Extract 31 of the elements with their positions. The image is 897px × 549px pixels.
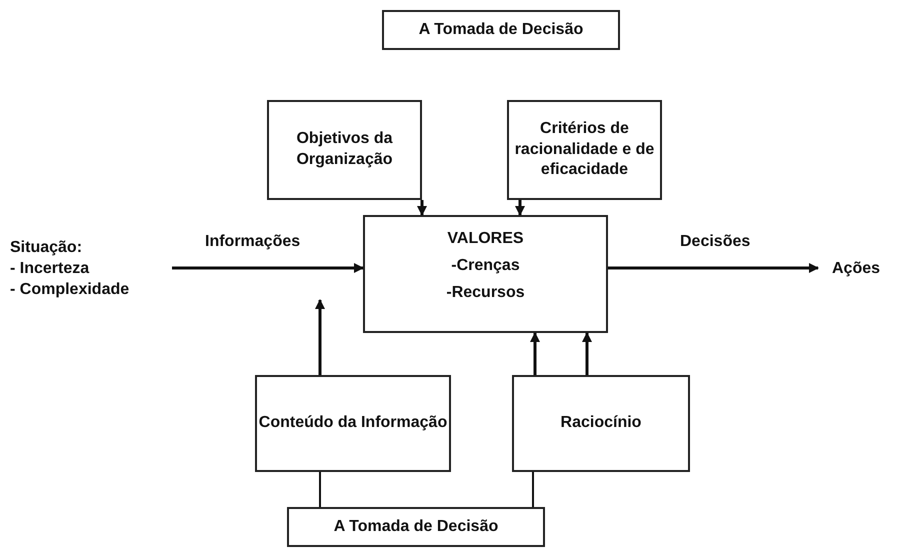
box-text: -Recursos bbox=[446, 282, 525, 303]
process-box bbox=[507, 100, 662, 200]
node-text: Situação: bbox=[10, 238, 82, 258]
box-text: Critérios de racionalidade e de eficacidade bbox=[514, 118, 656, 180]
box-text: Conteúdo da Informação bbox=[258, 413, 448, 434]
arrow bbox=[530, 332, 540, 375]
process-box bbox=[512, 375, 690, 472]
node-text: - Complexidade bbox=[10, 280, 130, 300]
box-text: A Tomada de Decisão bbox=[334, 516, 498, 537]
box-text: Objetivos da Organização bbox=[295, 129, 394, 170]
box-text: -Crenças bbox=[451, 256, 520, 276]
box-text: A Tomada de Decisão bbox=[418, 20, 584, 40]
process-box bbox=[363, 215, 608, 333]
edge-label: Decisões bbox=[680, 233, 750, 251]
process-box bbox=[287, 507, 545, 547]
edge-label: Informações bbox=[205, 233, 300, 251]
process-box bbox=[382, 10, 620, 50]
arrow bbox=[582, 332, 592, 375]
process-box bbox=[255, 375, 451, 472]
node-text: - Incerteza bbox=[10, 259, 90, 280]
box-text: Raciocínio bbox=[560, 413, 642, 434]
arrow bbox=[608, 263, 819, 273]
arrow bbox=[417, 200, 427, 216]
arrow bbox=[315, 299, 325, 375]
process-box bbox=[267, 100, 422, 200]
arrow bbox=[515, 200, 525, 216]
connector-line bbox=[532, 472, 534, 507]
node-text: Ações bbox=[832, 258, 880, 279]
arrow bbox=[172, 263, 364, 273]
box-text: VALORES bbox=[447, 229, 524, 249]
connector-line bbox=[319, 472, 321, 507]
